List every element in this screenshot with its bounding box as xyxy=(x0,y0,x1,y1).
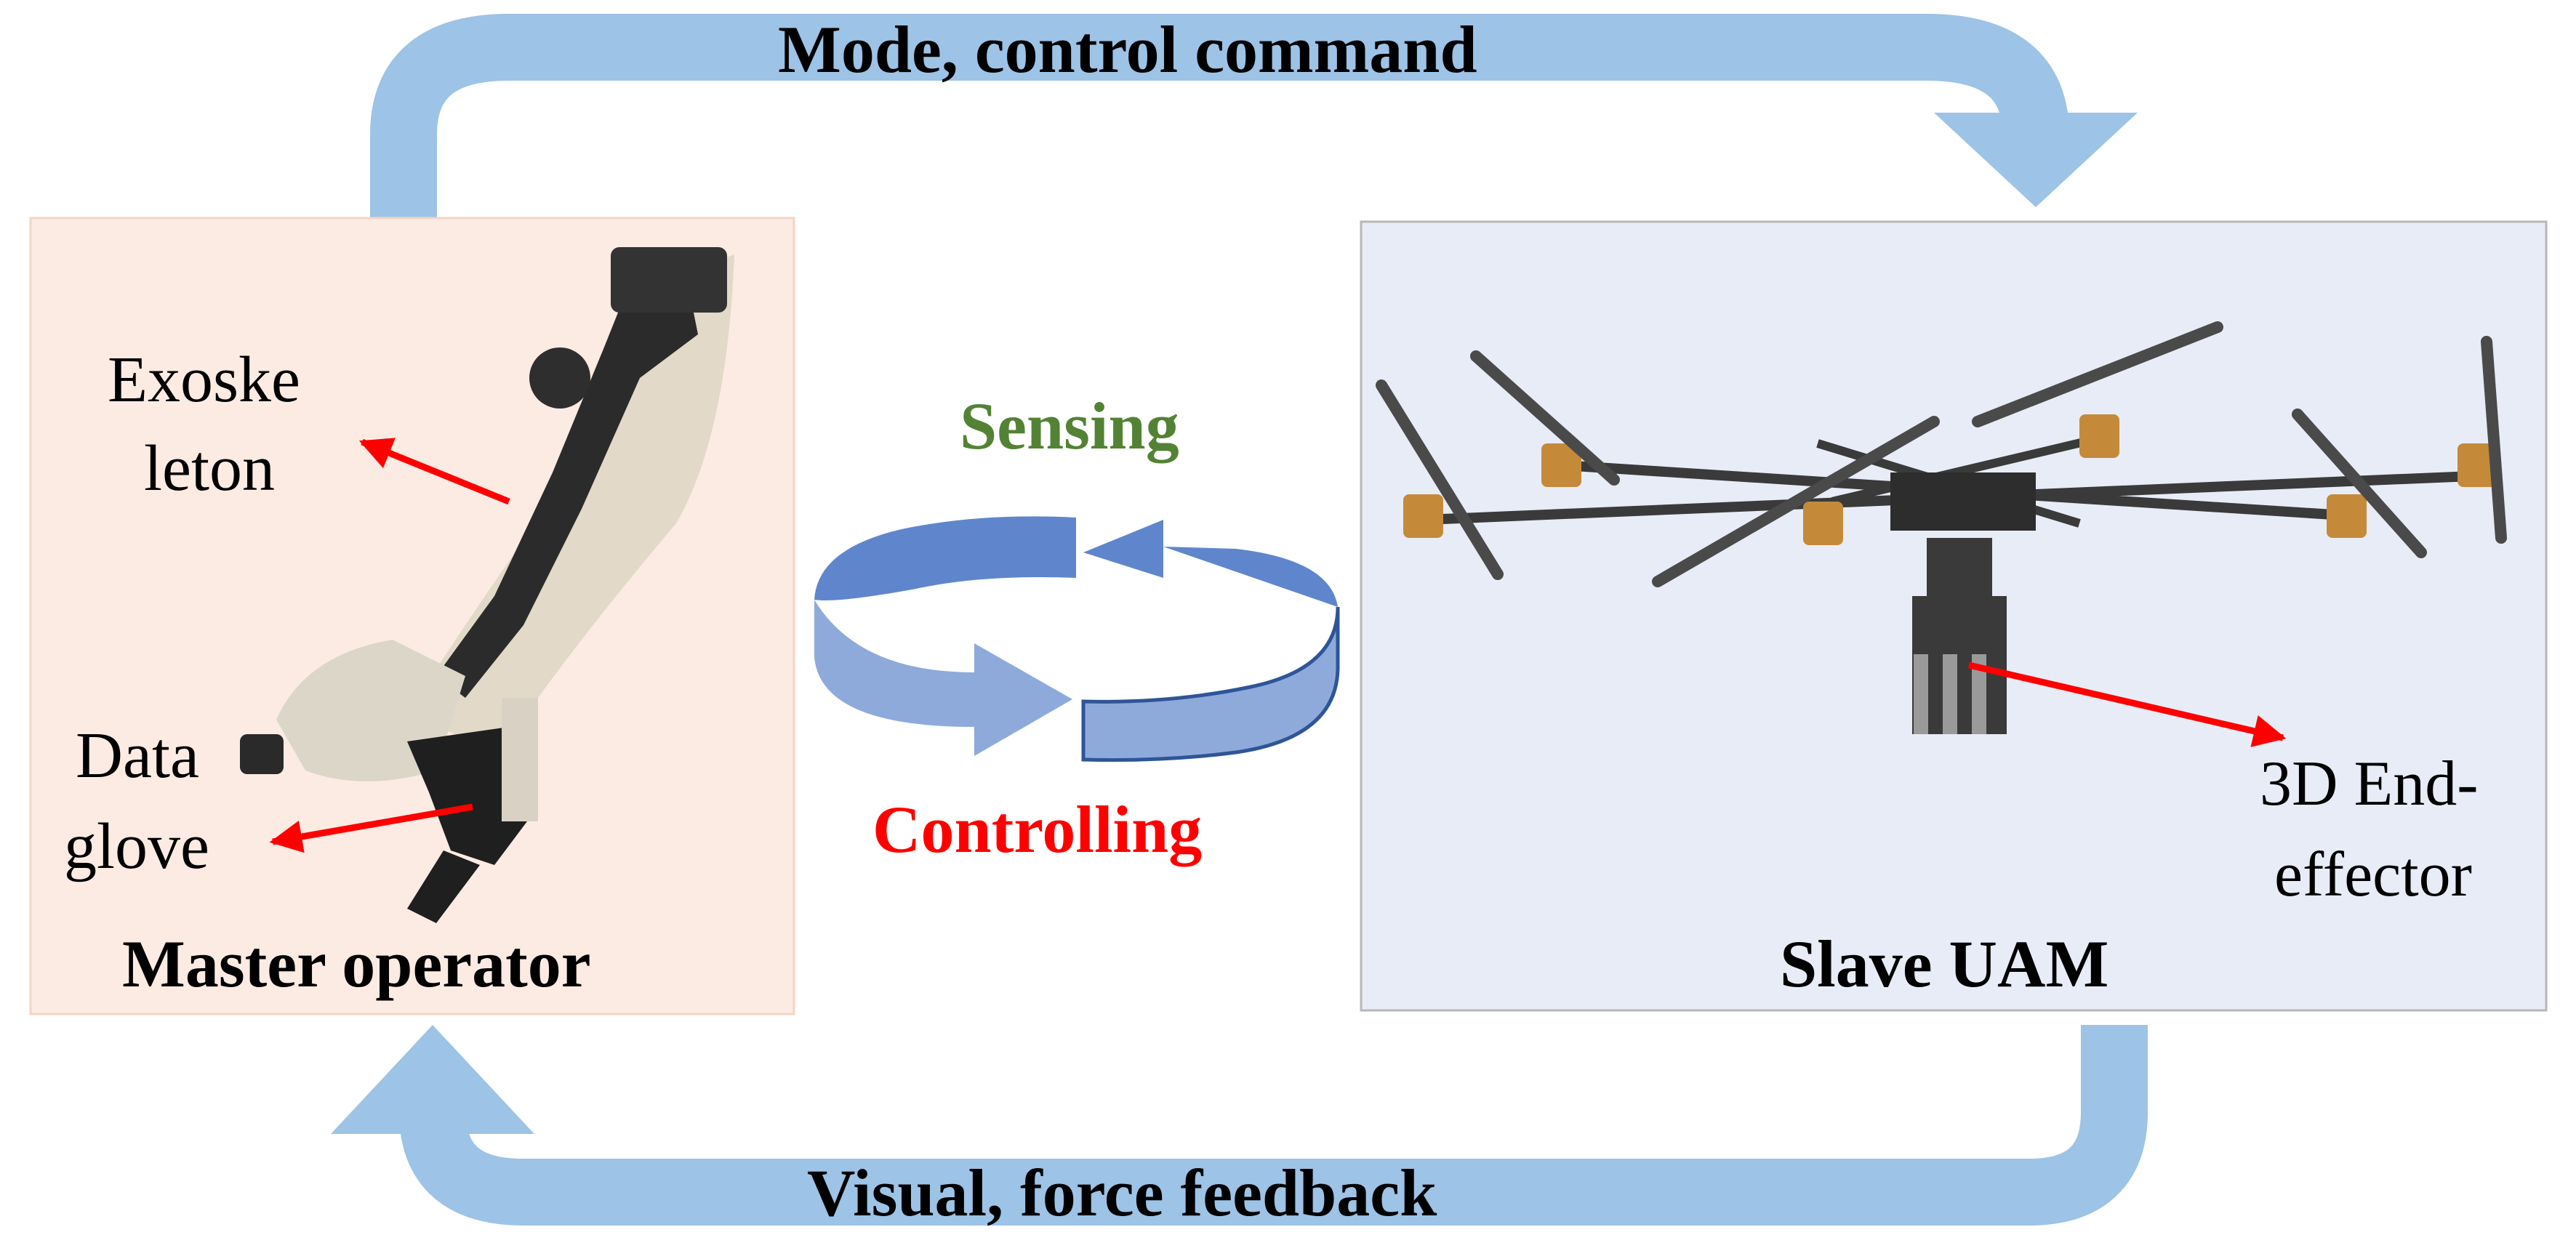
glove-label-line2: glove xyxy=(64,810,209,882)
cycle-arrows xyxy=(814,516,1340,763)
exoskeleton-label-line2: leton xyxy=(144,433,275,504)
top-flow-arrow xyxy=(370,14,2138,218)
controlling-label: Controlling xyxy=(872,792,1203,866)
exoskeleton-arm-image xyxy=(240,247,734,923)
exoskeleton-label-line1: Exoske xyxy=(108,344,300,416)
uam-drone-image xyxy=(1376,321,2507,734)
top-arrow-label: Mode, control command xyxy=(778,12,1477,87)
master-operator-title: Master operator xyxy=(122,927,591,1001)
bottom-flow-arrow xyxy=(331,1025,2148,1226)
bottom-arrow-label: Visual, force feedback xyxy=(807,1156,1437,1230)
end-effector-label-line1: 3D End- xyxy=(2260,749,2479,819)
sensing-label: Sensing xyxy=(960,389,1179,463)
glove-pointer-arrow xyxy=(269,803,473,853)
slave-uam-title: Slave UAM xyxy=(1780,927,2109,1001)
glove-label-line1: Data xyxy=(76,720,199,792)
end-effector-pointer-arrow xyxy=(1967,661,2287,747)
exoskeleton-pointer-arrow xyxy=(358,438,510,505)
end-effector-label-line2: effector xyxy=(2274,840,2472,910)
